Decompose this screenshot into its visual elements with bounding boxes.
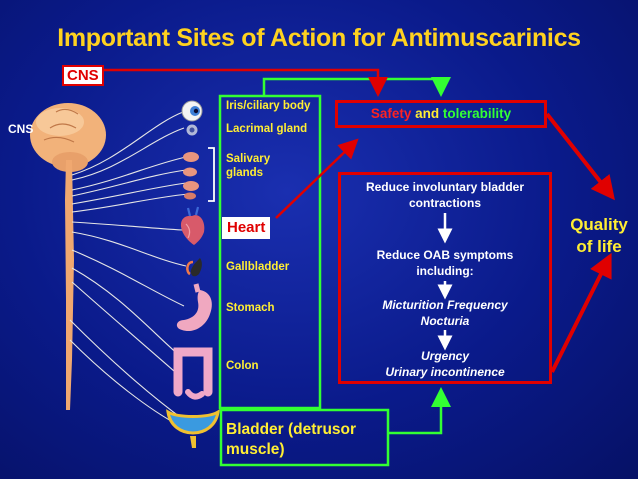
- organ-label-stomach: Stomach: [226, 302, 275, 314]
- and-word: and: [415, 106, 440, 121]
- green-connector-lines: [218, 77, 451, 435]
- organ-label-salivary-2: glands: [226, 167, 264, 179]
- oab-line-1: Reduce involuntary bladder: [365, 180, 525, 194]
- safety-arrow-to-quality: [545, 112, 615, 201]
- oab-line-2: contractions: [408, 196, 481, 210]
- tolerability-word: tolerability: [442, 106, 512, 121]
- stomach-icon: [176, 283, 212, 332]
- organ-label-lacrimal: Lacrimal gland: [226, 123, 308, 135]
- oab-line-5: Micturition Frequency: [382, 298, 508, 312]
- oab-arrow-to-quality: [550, 252, 612, 373]
- organ-label-gallbladder: Gallbladder: [226, 261, 290, 273]
- organ-label-salivary: Salivary: [226, 153, 271, 165]
- organ-label-bladder: Bladder (detrusor muscle): [226, 420, 356, 460]
- organ-label-iris: Iris/ciliary body: [226, 100, 311, 112]
- green-arrow-to-oab: [388, 387, 451, 435]
- nerve-fibres: [69, 111, 189, 427]
- oab-line-3: Reduce OAB symptoms: [376, 248, 514, 262]
- bladder-icon: [166, 409, 220, 448]
- bladder-line-1: Bladder (detrusor: [226, 421, 357, 438]
- safety-tolerability-box: Safety and tolerability: [335, 100, 547, 128]
- slide-title: Important Sites of Action for Antimuscar…: [57, 24, 581, 52]
- cns-label: CNS: [8, 122, 34, 136]
- oab-line-7: Urgency: [420, 349, 470, 363]
- green-arrow-to-safety: [262, 77, 451, 97]
- cns-badge: CNS: [62, 65, 104, 86]
- colon-icon: [173, 347, 213, 400]
- quality-of-life: Quality of life: [560, 214, 638, 258]
- salivary-glands-icon: [183, 152, 199, 200]
- bladder-frame: [219, 408, 390, 467]
- lacrimal-gland-icon: [186, 124, 198, 136]
- organ-label-colon: Colon: [226, 360, 259, 372]
- bladder-line-2: muscle): [226, 441, 285, 458]
- salivary-bracket: [208, 147, 215, 202]
- organ-list-frame: [218, 94, 322, 410]
- heart-icon: [181, 206, 205, 245]
- brain-spinal-cord-icon: [30, 103, 106, 410]
- oab-line-6: Nocturia: [420, 314, 470, 328]
- organ-label-heart: Heart: [222, 217, 271, 239]
- safety-word: Safety: [370, 106, 412, 121]
- oab-line-4: including:: [416, 264, 474, 278]
- eye-icon: [181, 100, 203, 122]
- quality-line-1: Quality: [570, 215, 628, 234]
- gallbladder-icon: [186, 258, 202, 277]
- heart-arrow-to-safety: [275, 138, 359, 219]
- oab-line-8: Urinary incontinence: [385, 365, 505, 379]
- cns-arrow-to-safety: [102, 68, 388, 97]
- quality-line-2: of life: [576, 237, 622, 256]
- oab-effects-box: [338, 172, 552, 384]
